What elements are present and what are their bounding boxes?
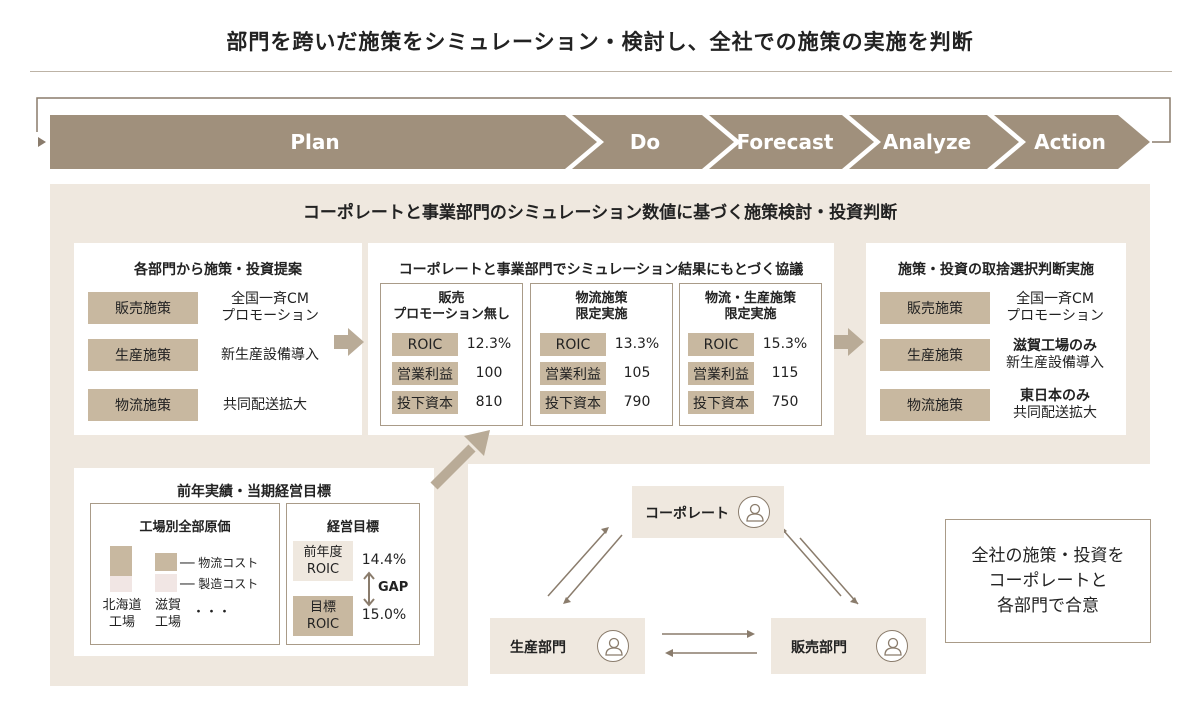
legend-swatch-manufacturing <box>155 574 177 592</box>
metric-label-roic-2: ROIC <box>540 333 606 356</box>
metric-label-roic-1: ROIC <box>392 333 458 356</box>
arrow-left-to-middle <box>334 328 364 356</box>
decision-label-production: 生産施策 <box>880 339 990 371</box>
metric-label-profit-1: 営業利益 <box>392 362 458 385</box>
management-target-card <box>286 503 420 645</box>
metric-label-profit-3: 営業利益 <box>688 362 754 385</box>
decision-value-logistics: 共同配送拡大 <box>1013 405 1097 421</box>
proposal-label-sales: 販売施策 <box>88 292 198 324</box>
decision-label-logistics: 物流施策 <box>880 389 990 421</box>
page-title: 部門を跨いだ施策をシミュレーション・検討し、全社での施策の実施を判断 <box>226 30 974 54</box>
gap-label: GAP <box>378 580 409 595</box>
sales-person-icon <box>876 630 908 662</box>
legend-logistics: ── 物流コスト <box>180 556 259 570</box>
stage-shape-plan <box>50 115 597 169</box>
management-target-title: 経営目標 <box>326 520 379 535</box>
arrow-bottom-to-middle-shaft <box>430 444 476 490</box>
stage-shape-analyze <box>849 115 1019 169</box>
loop-arrowhead <box>38 137 46 147</box>
arrow-middle-to-right <box>834 328 864 356</box>
corporate-person-icon <box>738 496 770 528</box>
factory-name-hokkaido: 北海道 工場 <box>102 598 142 630</box>
target-box <box>74 468 434 656</box>
metric-label-roic-3: ROIC <box>688 333 754 356</box>
profit-value-3: 115 <box>771 365 799 381</box>
stage-shape-forecast <box>709 115 874 169</box>
legend-swatch-logistics <box>155 553 177 571</box>
gap-arrow-icon <box>363 571 375 607</box>
stage-plan: Plan <box>290 130 340 154</box>
proposal-label-logistics: 物流施策 <box>88 389 198 421</box>
scenario-name-1: 販売 プロモーション無し <box>393 291 510 322</box>
decision-scope-production: 滋賀工場のみ <box>1013 338 1097 354</box>
decision-value-production: 新生産設備導入 <box>1006 355 1104 371</box>
proposal-value-sales: 全国一斉CM プロモーション <box>221 291 319 324</box>
simulation-title: コーポレートと事業部門でシミュレーション結果にもとづく協議 <box>398 262 804 278</box>
prev-roic-value: 14.4% <box>361 551 407 568</box>
capital-value-1: 810 <box>475 394 503 410</box>
stage-shape-action <box>994 115 1150 169</box>
goal-roic-label: 目標 ROIC <box>293 596 353 636</box>
hokkaido-manufacturing-bar <box>110 576 132 592</box>
panel-title: コーポレートと事業部門のシミュレーション数値に基づく施策検討・投資判断 <box>302 203 898 223</box>
factory-name-shiga: 滋賀 工場 <box>154 598 181 630</box>
metric-label-capital-1: 投下資本 <box>392 391 458 414</box>
hokkaido-logistics-bar <box>110 546 132 576</box>
proposal-label-production: 生産施策 <box>88 339 198 371</box>
prev-roic-label: 前年度 ROIC <box>293 541 353 581</box>
proposal-title: 各部門から施策・投資提案 <box>134 262 302 278</box>
scenario-name-3: 物流・生産施策 限定実施 <box>704 291 796 322</box>
proposal-value-production: 新生産設備導入 <box>221 346 319 363</box>
loop-line <box>36 97 1171 143</box>
decision-scope-logistics: 東日本のみ <box>1020 388 1090 404</box>
roic-value-2: 13.3% <box>614 336 660 352</box>
scenario-name-2: 物流施策 限定実施 <box>575 291 628 322</box>
factory-ellipsis: ・・・ <box>192 605 232 620</box>
consensus-box: 全社の施策・投資を コーポレートと 各部門で合意 <box>945 519 1151 643</box>
stage-analyze: Analyze <box>882 130 972 154</box>
proposal-value-logistics: 共同配送拡大 <box>223 396 307 413</box>
legend-manufacturing: ── 製造コスト <box>180 577 259 591</box>
metric-label-capital-3: 投下資本 <box>688 391 754 414</box>
stage-forecast: Forecast <box>736 130 834 154</box>
stage-do: Do <box>629 130 661 154</box>
sales-label: 販売部門 <box>791 640 847 656</box>
stage-shape-do <box>572 115 734 169</box>
decision-label-sales: 販売施策 <box>880 292 990 324</box>
title-divider <box>30 71 1172 72</box>
decision-value-sales: 全国一斉CM プロモーション <box>1006 291 1104 324</box>
decision-title: 施策・投資の取捨選択判断実施 <box>898 262 1094 278</box>
arrow-bottom-to-middle-head <box>464 430 490 456</box>
capital-value-2: 790 <box>623 394 651 410</box>
roic-value-1: 12.3% <box>466 336 512 352</box>
production-label: 生産部門 <box>510 640 566 656</box>
corporate-label: コーポレート <box>645 506 729 522</box>
target-box-title: 前年実績・当期経営目標 <box>177 484 331 500</box>
roic-value-3: 15.3% <box>762 336 808 352</box>
capital-value-3: 750 <box>771 394 799 410</box>
goal-roic-value: 15.0% <box>361 606 407 623</box>
production-person-icon <box>597 630 629 662</box>
metric-label-capital-2: 投下資本 <box>540 391 606 414</box>
factory-cost-card <box>90 503 280 645</box>
factory-cost-title: 工場別全部原価 <box>139 520 231 535</box>
profit-value-1: 100 <box>475 365 503 381</box>
stage-action: Action <box>1034 130 1106 154</box>
profit-value-2: 105 <box>623 365 651 381</box>
metric-label-profit-2: 営業利益 <box>540 362 606 385</box>
cycle-bar <box>36 97 1171 169</box>
